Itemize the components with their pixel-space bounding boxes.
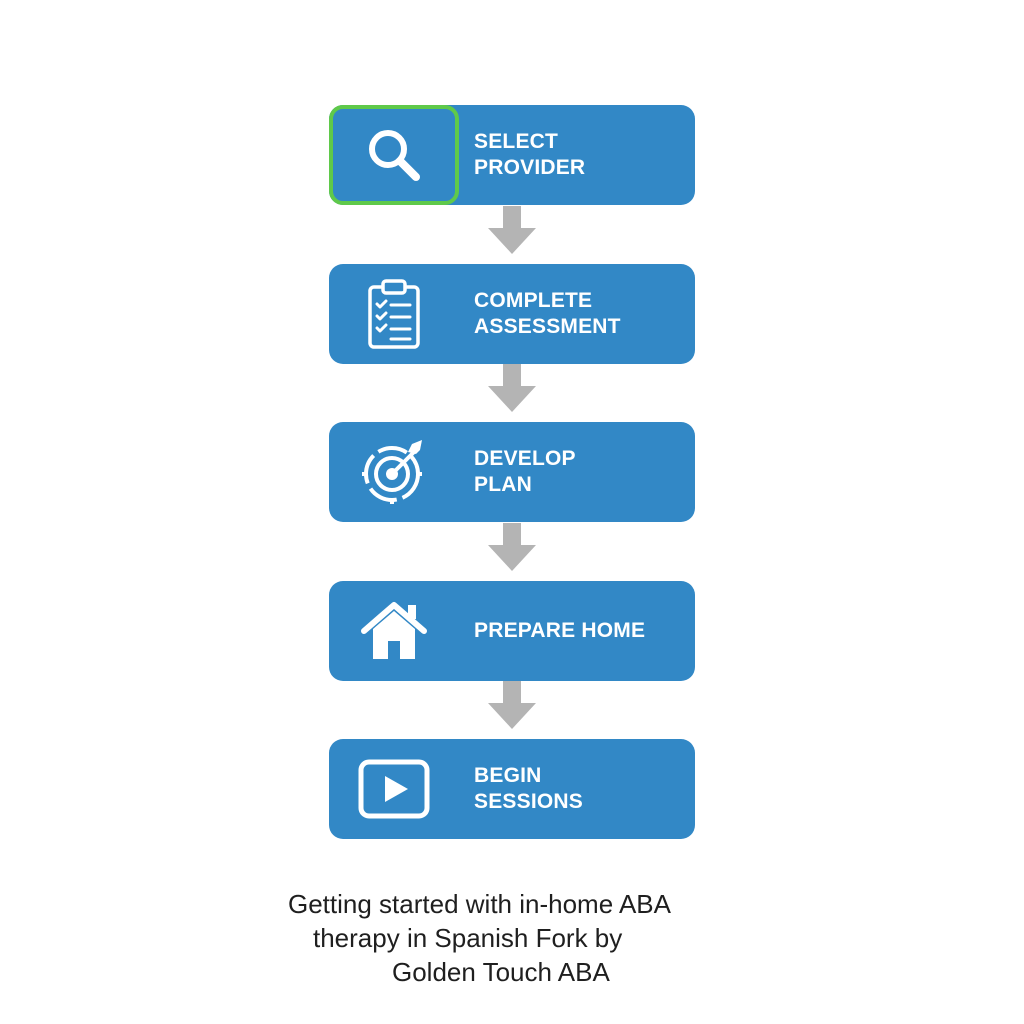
step-develop-plan: DEVELOP PLAN xyxy=(329,422,695,522)
step-prepare-home: PREPARE HOME xyxy=(329,581,695,681)
magnifying-glass-icon xyxy=(369,130,420,181)
caption-line: Golden Touch ABA xyxy=(392,957,610,987)
step-complete-assessment: COMPLETE ASSESSMENT xyxy=(329,264,695,364)
step-label: DEVELOP PLAN xyxy=(474,447,576,496)
down-arrow-icon xyxy=(488,206,536,254)
step-select-provider: SELECT PROVIDER xyxy=(329,105,695,205)
caption-line: therapy in Spanish Fork by xyxy=(313,923,623,953)
down-arrow-icon xyxy=(488,523,536,571)
step-icon xyxy=(329,422,459,522)
caption-line: Getting started with in-home ABA xyxy=(288,889,671,919)
house-icon xyxy=(361,602,427,659)
selected-step-highlight xyxy=(329,105,459,205)
target-arrow-icon xyxy=(362,440,422,504)
down-arrow-icon xyxy=(488,364,536,412)
step-label: PREPARE HOME xyxy=(474,619,646,642)
step-icon xyxy=(329,581,459,681)
step-icon xyxy=(329,739,459,839)
play-button-icon xyxy=(358,759,430,819)
step-label: SELECT PROVIDER xyxy=(474,130,586,179)
down-arrow-icon xyxy=(488,681,536,729)
step-icon xyxy=(329,264,459,364)
step-label: COMPLETE ASSESSMENT xyxy=(474,289,621,338)
step-begin-sessions: BEGIN SESSIONS xyxy=(329,739,695,839)
step-label: BEGIN SESSIONS xyxy=(474,764,583,813)
clipboard-checklist-icon xyxy=(368,279,420,349)
